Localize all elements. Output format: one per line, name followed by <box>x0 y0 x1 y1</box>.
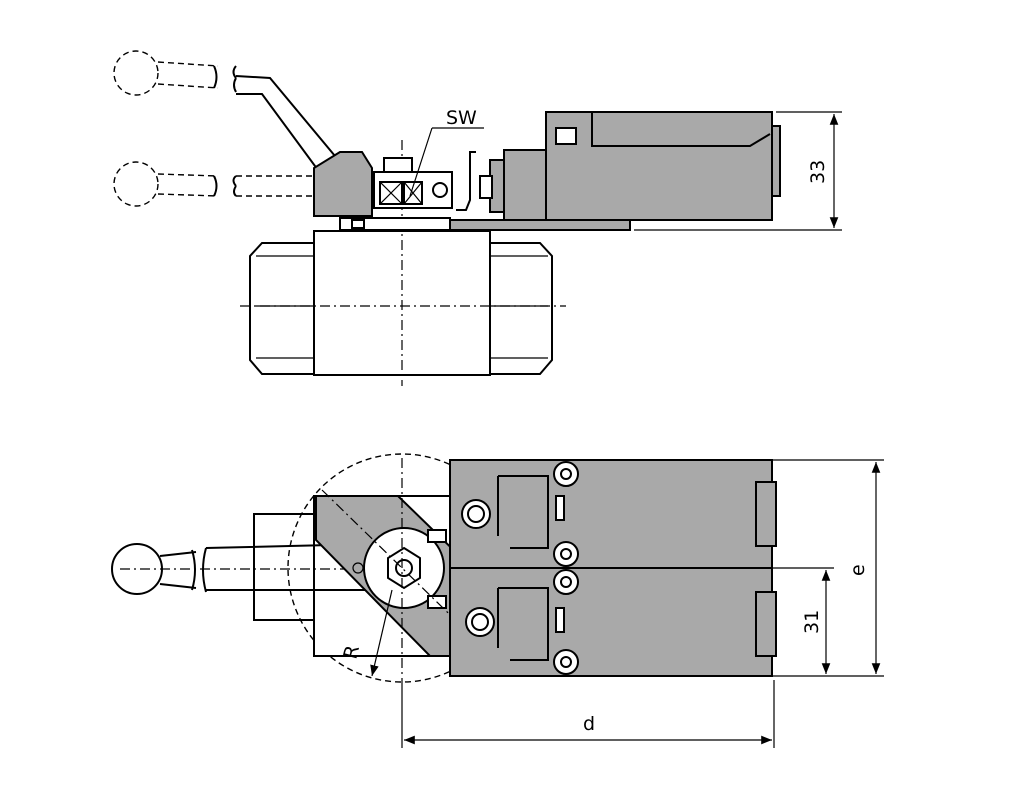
plan-view: R <box>111 453 884 748</box>
limit-switch-side <box>479 111 781 221</box>
lever-block-side <box>313 151 476 231</box>
dim-d-label: d <box>583 713 595 735</box>
sw-leader <box>409 127 433 197</box>
mounting-plate-side <box>449 219 631 231</box>
side-view: SW 33 <box>113 50 842 386</box>
limit-switch-plan-lower <box>449 567 777 677</box>
dim-33-label: 33 <box>807 160 829 184</box>
radius-label: R <box>340 643 365 661</box>
valve-body-side <box>240 140 566 386</box>
dimension-33: 33 <box>634 111 842 231</box>
radius-line <box>370 589 393 677</box>
dimension-31: 31 <box>772 567 834 674</box>
dimension-d: d <box>401 680 775 748</box>
handle-phantom-upper <box>113 50 361 201</box>
handle-phantom-lower <box>113 161 330 207</box>
limit-switch-plan-upper <box>449 459 777 569</box>
lever-block-plan <box>315 458 481 688</box>
dimension-e: e <box>772 459 884 677</box>
dim-31-label: 31 <box>801 610 823 634</box>
dim-e-label: e <box>847 564 869 576</box>
sw-label: SW <box>446 107 477 129</box>
